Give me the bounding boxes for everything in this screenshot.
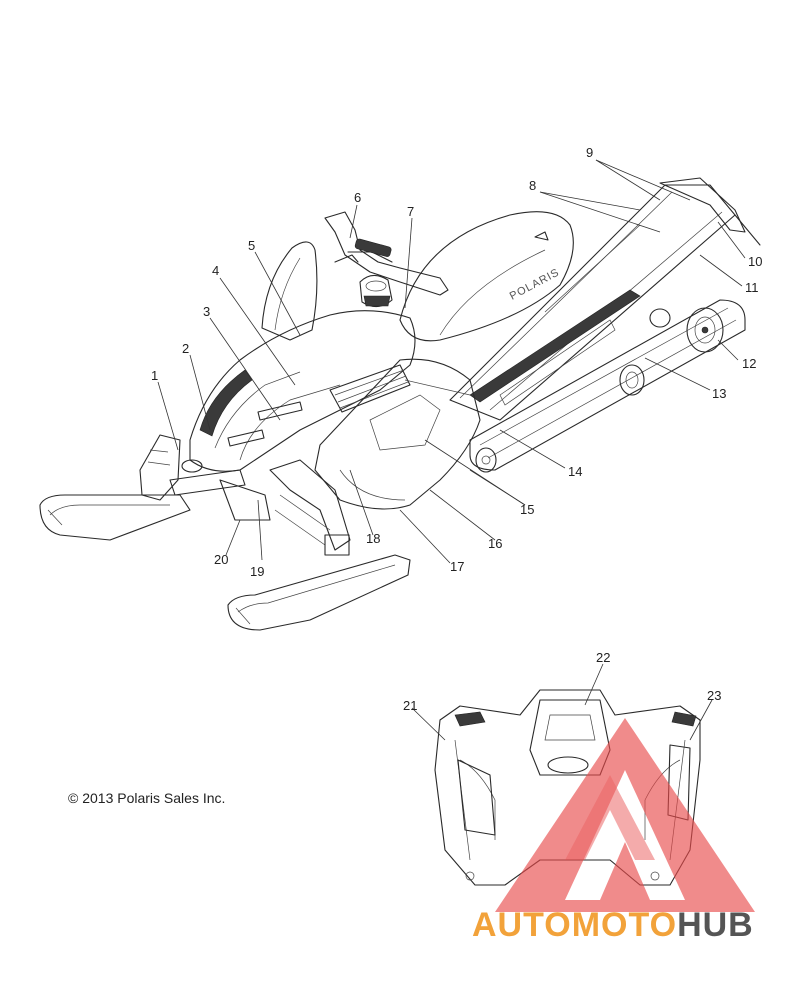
callout-17: 17 (450, 559, 464, 574)
side-panel-decal (369, 394, 441, 451)
watermark-text: AUTOMOTOHUB (472, 906, 754, 944)
copyright-notice: © 2013 Polaris Sales Inc. (68, 790, 226, 806)
hood (189, 310, 416, 472)
callout-14: 14 (568, 464, 582, 479)
callout-10: 10 (748, 254, 762, 269)
spindle (324, 534, 350, 556)
upper-wheel (649, 308, 671, 328)
callout-6: 6 (354, 190, 361, 205)
track-outline (469, 299, 746, 471)
left-ski (39, 494, 191, 541)
callout-labels: 1 2 3 4 5 6 7 8 9 10 11 12 13 14 15 16 1… (151, 145, 762, 713)
callout-23: 23 (707, 688, 721, 703)
callout-20: 20 (214, 552, 228, 567)
callout-8: 8 (529, 178, 536, 193)
fuel-cap (359, 274, 393, 308)
callout-4: 4 (212, 263, 219, 278)
front-wheel (475, 447, 497, 473)
callout-12: 12 (742, 356, 756, 371)
callout-1: 1 (151, 368, 158, 383)
front-bumper (139, 434, 181, 501)
watermark-part2: HUB (677, 906, 754, 944)
snowmobile-illustration: POLARIS (39, 177, 761, 631)
callout-11: 11 (745, 280, 759, 295)
hood-decal-left (199, 369, 253, 437)
tunnel-rail (449, 184, 736, 421)
watermark-part1: AUTOMOTO (472, 906, 677, 944)
vent-small-2 (227, 429, 265, 447)
seat-logo-text: POLARIS (508, 266, 562, 302)
side-panel (314, 358, 481, 510)
callout-16: 16 (488, 536, 502, 551)
mid-wheel (619, 364, 645, 396)
handlebar-pad (354, 238, 392, 257)
callout-21: 21 (403, 698, 417, 713)
front-suspension (269, 459, 351, 551)
callout-3: 3 (203, 304, 210, 319)
windshield (261, 241, 318, 341)
tunnel-side-decal (469, 289, 641, 403)
headlight (181, 459, 203, 473)
watermark-triangle-icon (495, 718, 755, 912)
callout-7: 7 (407, 204, 414, 219)
callout-22: 22 (596, 650, 610, 665)
handlebar (324, 211, 449, 296)
belly-decal-left (457, 759, 496, 836)
vent-small-1 (257, 401, 303, 421)
callout-2: 2 (182, 341, 189, 356)
callout-19: 19 (250, 564, 264, 579)
callout-5: 5 (248, 238, 255, 253)
leader-lines (157, 159, 746, 741)
center-port (547, 756, 589, 774)
callout-18: 18 (366, 531, 380, 546)
rear-idler-wheel (686, 307, 724, 353)
callout-9: 9 (586, 145, 593, 160)
seat (399, 211, 574, 342)
rear-bumper (659, 177, 746, 233)
right-ski (227, 554, 411, 631)
callout-13: 13 (712, 386, 726, 401)
hood-vent (329, 364, 411, 413)
callout-15: 15 (520, 502, 534, 517)
watermark-logo (495, 718, 755, 912)
